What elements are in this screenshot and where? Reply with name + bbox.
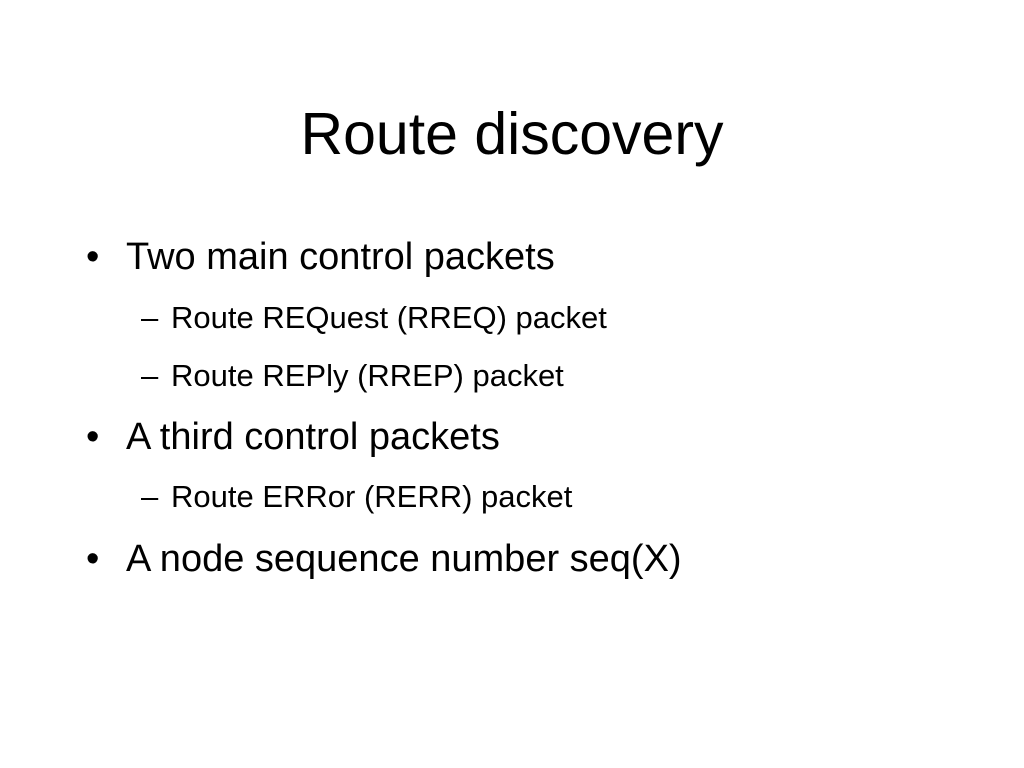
bullet-text: A third control packets	[126, 416, 500, 458]
sub-bullet-marker: –	[141, 300, 159, 335]
sub-bullet-text: Route REPly (RREP) packet	[171, 358, 564, 393]
sub-bullet-marker: –	[141, 479, 159, 514]
sub-bullet-text: Route REQuest (RREQ) packet	[171, 300, 607, 335]
bullet-marker: •	[86, 538, 100, 580]
bullet-text: Two main control packets	[126, 236, 555, 278]
bullet-text: A node sequence number seq(X)	[126, 538, 682, 580]
sub-bullet-text: Route ERRor (RERR) packet	[171, 479, 573, 514]
bullet-marker: •	[86, 236, 100, 278]
bullet-marker: •	[86, 416, 100, 458]
slide-title: Route discovery	[300, 101, 724, 167]
sub-bullet-marker: –	[141, 358, 159, 393]
